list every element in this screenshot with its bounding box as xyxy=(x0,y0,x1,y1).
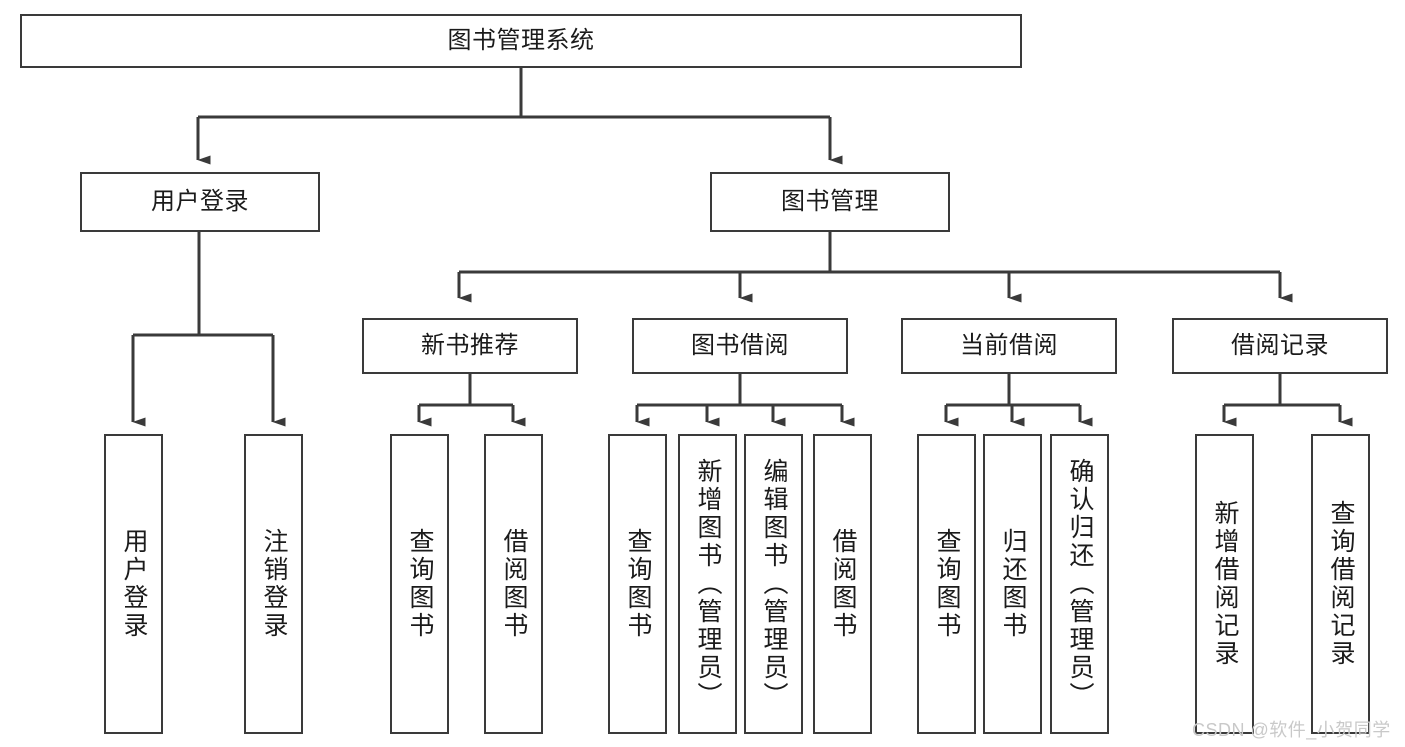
node-label: 新增图书（管理员） xyxy=(694,458,722,710)
node-new-book-recommend[interactable]: 新书推荐 xyxy=(362,318,578,374)
leaf-record-query-record[interactable]: 查询借阅记录 xyxy=(1311,434,1370,734)
leaf-current-return-book[interactable]: 归还图书 xyxy=(983,434,1042,734)
leaf-user-login-signout[interactable]: 注销登录 xyxy=(244,434,303,734)
leaf-new-book-query[interactable]: 查询图书 xyxy=(390,434,449,734)
node-label: 查询借阅记录 xyxy=(1327,500,1355,668)
node-label: 确认归还（管理员） xyxy=(1066,458,1094,710)
node-label: 借阅图书 xyxy=(500,528,528,640)
node-root-library-system[interactable]: 图书管理系统 xyxy=(20,14,1022,68)
node-book-borrow[interactable]: 图书借阅 xyxy=(632,318,848,374)
node-label: 用户登录 xyxy=(120,528,148,640)
node-label: 归还图书 xyxy=(999,528,1027,640)
leaf-borrow-add-book-admin[interactable]: 新增图书（管理员） xyxy=(678,434,737,734)
node-current-borrow[interactable]: 当前借阅 xyxy=(901,318,1117,374)
leaf-record-add-record[interactable]: 新增借阅记录 xyxy=(1195,434,1254,734)
node-user-login[interactable]: 用户登录 xyxy=(80,172,320,232)
leaf-current-query-book[interactable]: 查询图书 xyxy=(917,434,976,734)
node-label: 新书推荐 xyxy=(421,331,519,359)
node-book-management[interactable]: 图书管理 xyxy=(710,172,950,232)
node-label: 编辑图书（管理员） xyxy=(760,458,788,710)
node-label: 用户登录 xyxy=(151,187,249,215)
leaf-borrow-borrow-book[interactable]: 借阅图书 xyxy=(813,434,872,734)
node-label: 当前借阅 xyxy=(960,331,1058,359)
node-label: 借阅图书 xyxy=(829,528,857,640)
leaf-user-login-signin[interactable]: 用户登录 xyxy=(104,434,163,734)
node-label: 图书借阅 xyxy=(691,331,789,359)
node-borrow-record[interactable]: 借阅记录 xyxy=(1172,318,1388,374)
node-label: 查询图书 xyxy=(406,528,434,640)
node-label: 查询图书 xyxy=(933,528,961,640)
node-label: 图书管理 xyxy=(781,187,879,215)
leaf-borrow-edit-book-admin[interactable]: 编辑图书（管理员） xyxy=(744,434,803,734)
leaf-current-confirm-return-admin[interactable]: 确认归还（管理员） xyxy=(1050,434,1109,734)
node-label: 借阅记录 xyxy=(1231,331,1329,359)
leaf-borrow-query-book[interactable]: 查询图书 xyxy=(608,434,667,734)
leaf-new-book-borrow[interactable]: 借阅图书 xyxy=(484,434,543,734)
node-label: 注销登录 xyxy=(260,528,288,640)
node-label: 新增借阅记录 xyxy=(1211,500,1239,668)
node-label: 查询图书 xyxy=(624,528,652,640)
node-label: 图书管理系统 xyxy=(447,26,595,54)
